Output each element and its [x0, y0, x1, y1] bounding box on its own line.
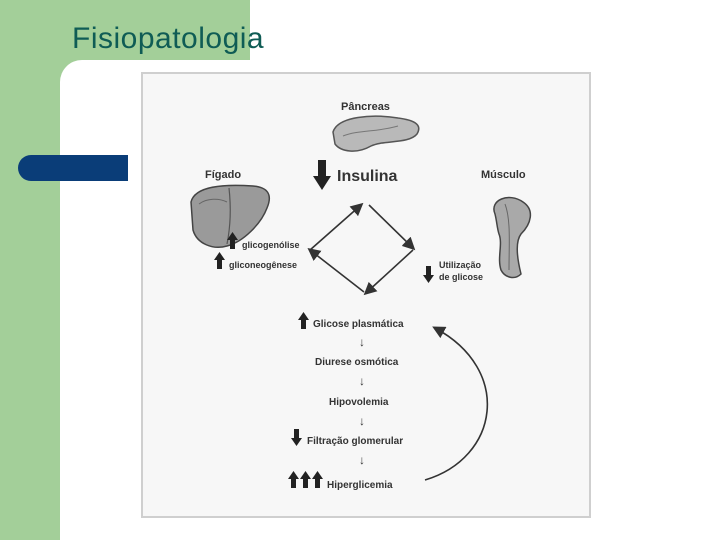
cascade-down-arrow-1: ↓ — [359, 335, 365, 349]
hyperglycemia-triple-increase-arrow-icon — [288, 471, 323, 488]
cascade-step-plasma-glucose: Glicose plasmática — [313, 319, 404, 330]
glucose-use-label-line2: de glicose — [439, 272, 483, 282]
liver-label: Fígado — [205, 169, 241, 181]
liver-icon — [190, 184, 271, 248]
glycogenolysis-increase-arrow-icon — [227, 232, 238, 249]
muscle-label: Músculo — [481, 169, 526, 181]
cascade-step-glomerular-filtration: Filtração glomerular — [307, 436, 403, 447]
decorative-bar — [18, 155, 128, 181]
insulin-decrease-arrow-icon — [313, 160, 331, 190]
insulin-label: Insulina — [337, 168, 398, 185]
feedback-loop-arrow — [424, 326, 489, 481]
glomerular-filtration-decrease-arrow-icon — [291, 429, 302, 446]
cascade-down-arrow-3: ↓ — [359, 414, 365, 428]
muscle-icon — [493, 196, 532, 279]
arrow-to-liver-left-lower — [307, 248, 365, 293]
glucose-use-label-line1: Utilização — [439, 260, 482, 270]
arrow-to-insulin-left — [309, 202, 364, 251]
cascade-step-hypovolemia: Hipovolemia — [329, 397, 389, 408]
plasma-glucose-increase-arrow-icon — [298, 312, 309, 329]
glycogenolysis-label: glicogenólise — [242, 240, 300, 250]
regulation-diamond — [307, 202, 416, 296]
pathophysiology-diagram: Pâncreas Insulina Fígado glicogenólise g… — [190, 101, 532, 491]
cascade-down-arrow-2: ↓ — [359, 374, 365, 388]
pathophysiology-figure: Pâncreas Insulina Fígado glicogenólise g… — [141, 72, 591, 518]
arrow-to-glucose-right-lower — [363, 249, 414, 296]
gluconeogenesis-increase-arrow-icon — [214, 252, 225, 269]
cascade-step-hyperglycemia: Hiperglicemia — [327, 480, 393, 491]
slide-title: Fisiopatologia — [72, 22, 265, 55]
pancreas-label: Pâncreas — [341, 101, 390, 113]
glucose-use-decrease-arrow-icon — [423, 266, 434, 283]
cascade-down-arrow-4: ↓ — [359, 453, 365, 467]
gluconeogenesis-label: gliconeogênese — [229, 260, 297, 270]
pancreas-icon — [332, 115, 420, 152]
cascade-step-osmotic-diuresis: Diurese osmótica — [315, 357, 399, 368]
arrow-to-muscle-right — [368, 204, 416, 251]
